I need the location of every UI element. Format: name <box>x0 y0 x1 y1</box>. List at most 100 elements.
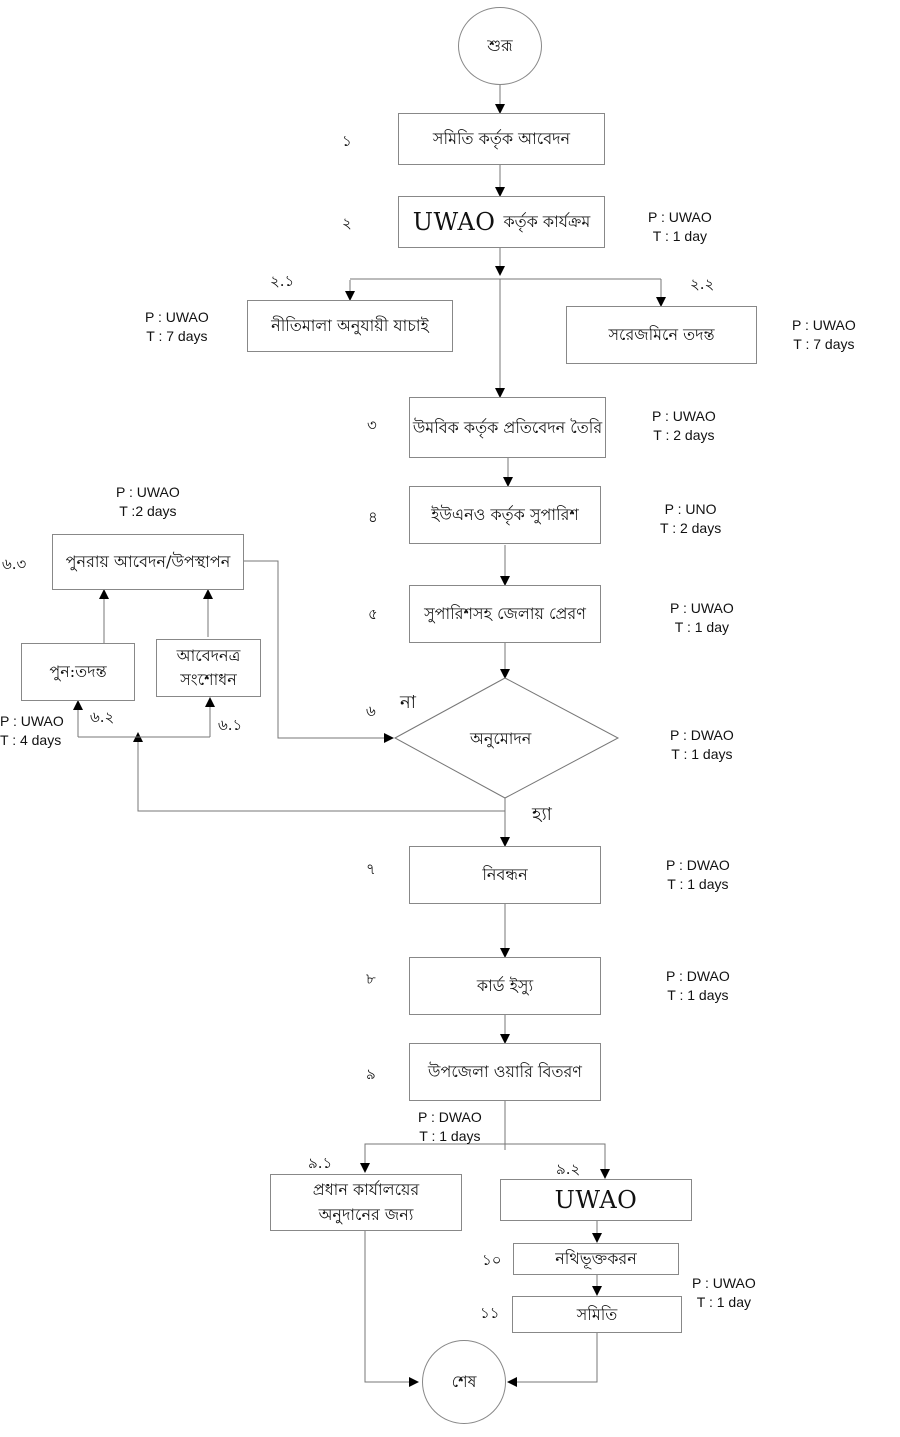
step-4-box: ইউএনও কর্তৃক সুপারিশ <box>409 486 601 544</box>
step-1-box: সমিতি কর্তৃক আবেদন <box>398 113 605 165</box>
step-6-time: T : 1 days <box>671 746 733 762</box>
step-6-3-text: পুনরায় আবেদন/উপস্থাপন <box>65 552 231 572</box>
step-2-num: ২ <box>342 214 352 232</box>
step-9-2-box: UWAO <box>500 1179 692 1221</box>
step-5-time: T : 1 day <box>674 619 729 635</box>
step-10-box: নথিভূক্তকরন <box>513 1243 679 1275</box>
step-2-1-box: নীতিমালা অনুযায়ী যাচাই <box>247 300 453 352</box>
step-9-num: ৯ <box>366 1065 376 1083</box>
step-6-1-box: আবেদনত্র সংশোধন <box>156 639 261 697</box>
decision-diamond <box>393 677 620 799</box>
step-7-num: ৭ <box>366 860 376 878</box>
step-1-text: সমিতি কর্তৃক আবেদন <box>432 129 571 149</box>
start-label: শুরূ <box>487 36 513 56</box>
step-2-2-num: ২.২ <box>690 275 715 293</box>
step-6-1-num: ৬.১ <box>218 716 243 734</box>
start-node: শুরূ <box>458 7 542 85</box>
step-2-text-en: UWAO <box>412 207 496 236</box>
step-9-text: উপজেলা ওয়ারি বিতরণ <box>428 1062 582 1082</box>
step-1-num: ১ <box>342 132 352 150</box>
step-3-num: ৩ <box>367 416 377 434</box>
step-6-meta: P : DWAO T : 1 days <box>670 726 734 764</box>
step-3-time: T : 2 days <box>653 427 715 443</box>
step-9-person: P : DWAO <box>418 1109 482 1125</box>
step-2-1-meta: P : UWAO T : 7 days <box>145 308 209 346</box>
step-7-meta: P : DWAO T : 1 days <box>666 856 730 894</box>
decision-yes-label: হ্যা <box>532 804 552 825</box>
step-2-box: UWAO কর্তৃক কার্যক্রম <box>398 196 605 248</box>
end-label: শেষ <box>451 1372 477 1392</box>
step-5-person: P : UWAO <box>670 600 734 616</box>
step-10-num: ১০ <box>482 1251 502 1269</box>
step-6-2-person: P : UWAO <box>0 713 64 729</box>
step-5-num: ৫ <box>368 605 378 623</box>
step-9-2-text: UWAO <box>554 1185 638 1214</box>
step-2-1-num: ২.১ <box>270 272 295 290</box>
step-3-text: উমবিক কর্তৃক প্রতিবেদন তৈরি <box>412 417 603 437</box>
step-6-2-time: T : 4 days <box>0 732 62 748</box>
step-4-num: ৪ <box>368 508 378 526</box>
step-11-meta: P : UWAO T : 1 day <box>692 1274 756 1312</box>
step-11-time: T : 1 day <box>696 1294 751 1310</box>
step-6-3-num: ৬.৩ <box>2 555 27 573</box>
step-2-time: T : 1 day <box>652 228 707 244</box>
step-4-meta: P : UNO T : 2 days <box>660 500 721 538</box>
step-5-text: সুপারিশসহ জেলায় প্রেরণ <box>424 604 586 624</box>
step-6-3-time: T :2 days <box>119 503 177 519</box>
step-11-text: সমিতি <box>576 1304 618 1324</box>
step-2-text: কর্তৃক কার্যক্রম <box>503 212 591 232</box>
step-9-meta: P : DWAO T : 1 days <box>418 1108 482 1146</box>
step-6-3-meta: P : UWAO T :2 days <box>116 483 180 521</box>
decision-no-label: না <box>400 692 416 713</box>
step-7-time: T : 1 days <box>667 876 729 892</box>
step-6-person: P : DWAO <box>670 727 734 743</box>
step-6-2-text: পুন:তদন্ত <box>49 662 107 682</box>
step-6-3-box: পুনরায় আবেদন/উপস্থাপন <box>52 534 244 590</box>
step-4-text: ইউএনও কর্তৃক সুপারিশ <box>431 505 579 525</box>
step-9-1-text: প্রধান কার্যালয়ের অনুদানের জন্য <box>312 1179 420 1224</box>
step-9-1-box: প্রধান কার্যালয়ের অনুদানের জন্য <box>270 1174 462 1231</box>
step-5-box: সুপারিশসহ জেলায় প্রেরণ <box>409 585 601 643</box>
step-8-meta: P : DWAO T : 1 days <box>666 967 730 1005</box>
step-11-num: ১১ <box>480 1304 500 1322</box>
end-node: শেষ <box>422 1340 506 1424</box>
step-2-2-box: সরেজমিনে তদন্ত <box>566 306 757 364</box>
step-11-person: P : UWAO <box>692 1275 756 1291</box>
step-2-2-person: P : UWAO <box>792 317 856 333</box>
step-4-time: T : 2 days <box>660 520 722 536</box>
step-8-time: T : 1 days <box>667 987 729 1003</box>
step-4-person: P : UNO <box>664 501 717 517</box>
step-11-box: সমিতি <box>512 1296 682 1333</box>
step-2-meta: P : UWAO T : 1 day <box>648 208 712 246</box>
step-3-person: P : UWAO <box>652 408 716 424</box>
step-6-1-text: আবেদনত্র সংশোধন <box>176 646 241 689</box>
step-6-3-person: P : UWAO <box>116 484 180 500</box>
step-5-meta: P : UWAO T : 1 day <box>670 599 734 637</box>
step-6-num: ৬ <box>366 702 376 720</box>
step-6-2-meta: P : UWAO T : 4 days <box>0 712 64 750</box>
step-9-time: T : 1 days <box>419 1128 481 1144</box>
step-2-person: P : UWAO <box>648 209 712 225</box>
step-9-box: উপজেলা ওয়ারি বিতরণ <box>409 1043 601 1101</box>
step-2-1-person: P : UWAO <box>145 309 209 325</box>
step-9-2-num: ৯.২ <box>556 1160 581 1178</box>
step-8-num: ৮ <box>366 970 376 988</box>
step-9-1-num: ৯.১ <box>308 1154 333 1172</box>
step-10-text: নথিভূক্তকরন <box>555 1249 637 1269</box>
step-8-text: কার্ড ইস্যু <box>476 976 534 996</box>
step-6-2-box: পুন:তদন্ত <box>21 643 135 701</box>
step-7-text: নিবন্ধন <box>482 865 528 885</box>
step-8-person: P : DWAO <box>666 968 730 984</box>
step-3-meta: P : UWAO T : 2 days <box>652 407 716 445</box>
step-2-1-time: T : 7 days <box>146 328 208 344</box>
step-6-text: অনুমোদন <box>470 729 532 748</box>
step-6-2-num: ৬.২ <box>90 708 115 726</box>
step-2-2-meta: P : UWAO T : 7 days <box>792 316 856 354</box>
step-8-box: কার্ড ইস্যু <box>409 957 601 1015</box>
step-2-2-time: T : 7 days <box>793 336 855 352</box>
step-2-2-text: সরেজমিনে তদন্ত <box>608 325 715 345</box>
step-7-box: নিবন্ধন <box>409 846 601 904</box>
step-3-box: উমবিক কর্তৃক প্রতিবেদন তৈরি <box>409 397 606 458</box>
step-7-person: P : DWAO <box>666 857 730 873</box>
